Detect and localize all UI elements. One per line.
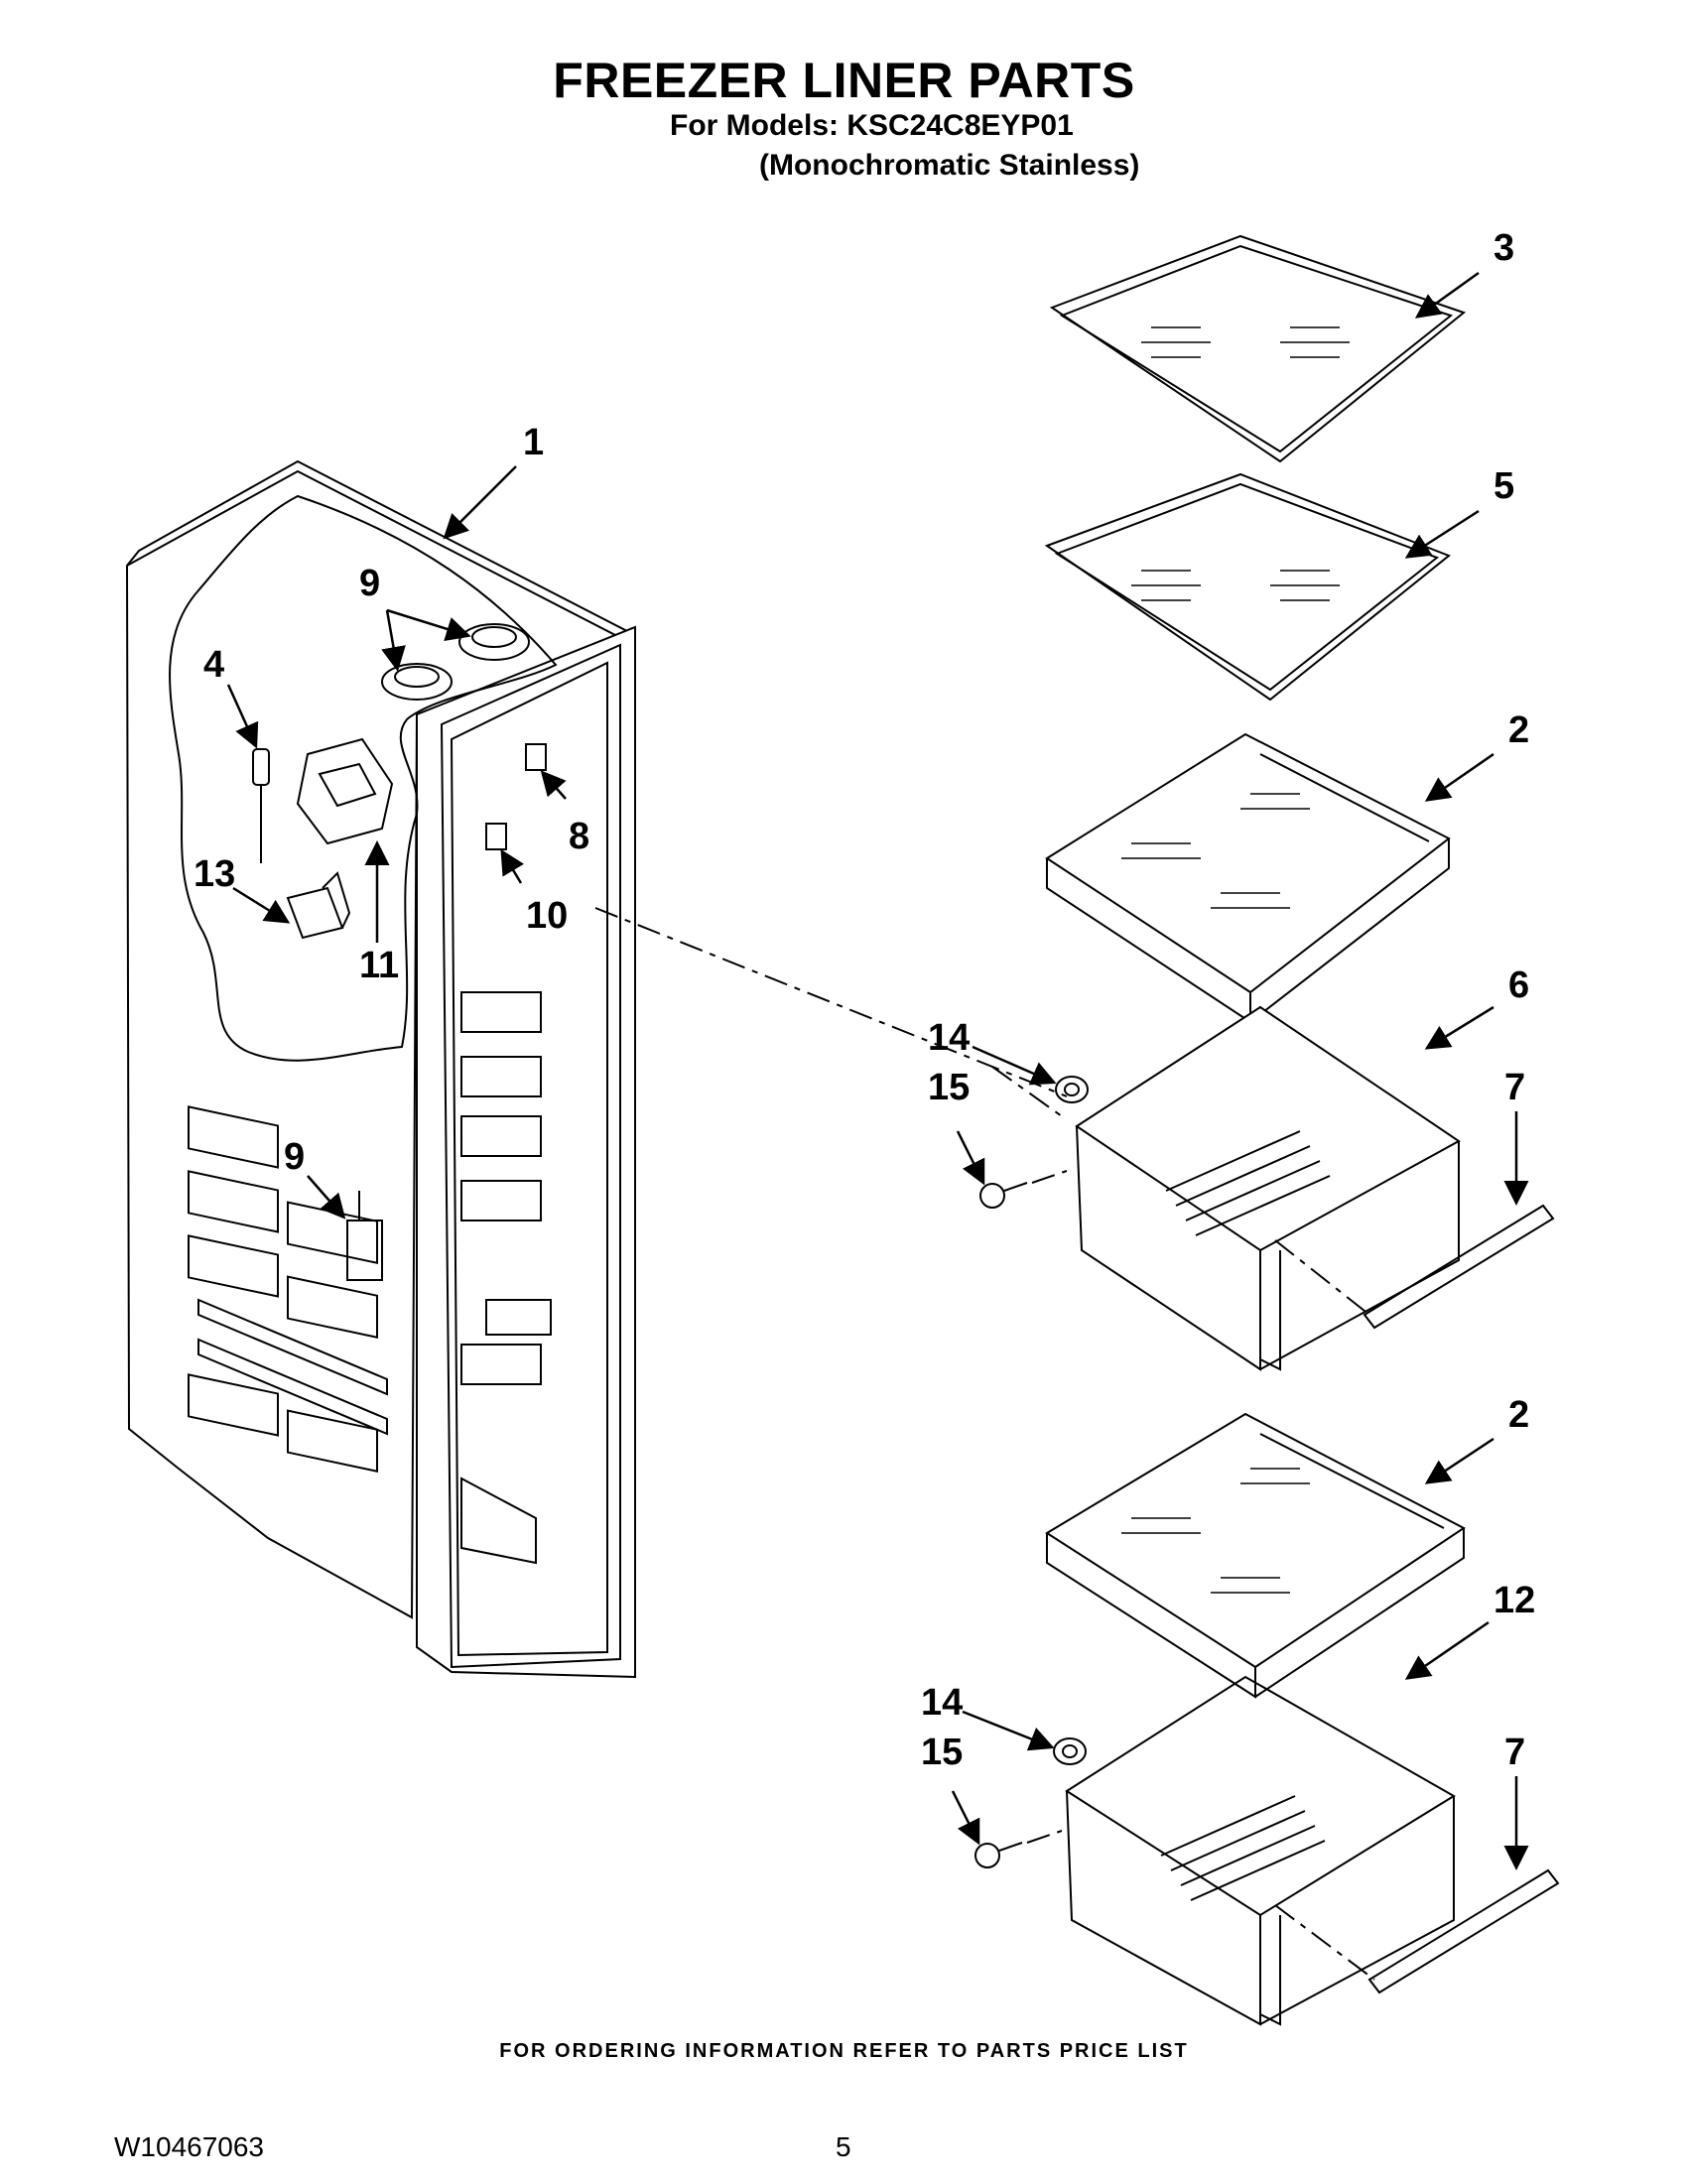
callout-12: 12 <box>1493 1580 1535 1621</box>
callout-9-lower: 9 <box>284 1136 305 1178</box>
drawer-trim-lower <box>1367 1868 1560 1994</box>
variant-line: (Monochromatic Stainless) <box>759 149 1140 182</box>
callout-7-lower: 7 <box>1504 1732 1525 1773</box>
light-socket-top-left <box>381 663 453 701</box>
callout-2-lower: 2 <box>1508 1394 1529 1436</box>
shelf-glass-top <box>1049 234 1467 463</box>
drawer-upper <box>1075 1005 1461 1371</box>
roller-upper <box>1055 1076 1089 1103</box>
mounting-clips <box>485 743 547 850</box>
callout-6: 6 <box>1508 964 1529 1006</box>
callout-15-upper: 15 <box>928 1067 970 1108</box>
models-line: For Models: KSC24C8EYP01 <box>670 109 1074 142</box>
callout-3: 3 <box>1493 227 1514 269</box>
callout-2-upper: 2 <box>1508 709 1529 751</box>
callout-4: 4 <box>203 644 224 686</box>
dash-lines <box>594 907 1375 1981</box>
callout-9-top: 9 <box>359 563 380 604</box>
light-shield <box>286 871 351 940</box>
drawer-trim-upper <box>1363 1204 1555 1330</box>
ordering-note: FOR ORDERING INFORMATION REFER TO PARTS … <box>499 2040 1189 2062</box>
callout-7-upper: 7 <box>1504 1067 1525 1108</box>
page-title: FREEZER LINER PARTS <box>553 53 1135 108</box>
callout-15-lower: 15 <box>921 1732 963 1773</box>
drawer-lower <box>1065 1675 1456 2026</box>
callout-8: 8 <box>569 816 589 857</box>
leader-lines <box>226 271 1529 1870</box>
callout-5: 5 <box>1493 465 1514 507</box>
document-number: W10467063 <box>114 2131 265 2162</box>
shelf-lower <box>1045 1412 1466 1699</box>
page-number: 5 <box>836 2131 851 2162</box>
shelf-upper <box>1045 732 1451 1024</box>
callout-10: 10 <box>526 895 568 937</box>
freezer-liner <box>125 459 636 1679</box>
light-housing <box>296 737 394 845</box>
light-socket-lower <box>346 1191 383 1281</box>
screw-lower <box>974 1842 1023 1868</box>
roller-lower <box>1053 1737 1087 1765</box>
callout-1: 1 <box>523 422 544 463</box>
callout-13: 13 <box>194 853 235 895</box>
thermistor <box>252 748 270 863</box>
callout-14-lower: 14 <box>921 1682 963 1724</box>
callout-14-upper: 14 <box>928 1017 970 1059</box>
light-socket-top-right <box>458 623 530 661</box>
callout-11: 11 <box>359 945 399 986</box>
shelf-glass-second <box>1044 472 1451 702</box>
screw-upper <box>979 1182 1028 1209</box>
